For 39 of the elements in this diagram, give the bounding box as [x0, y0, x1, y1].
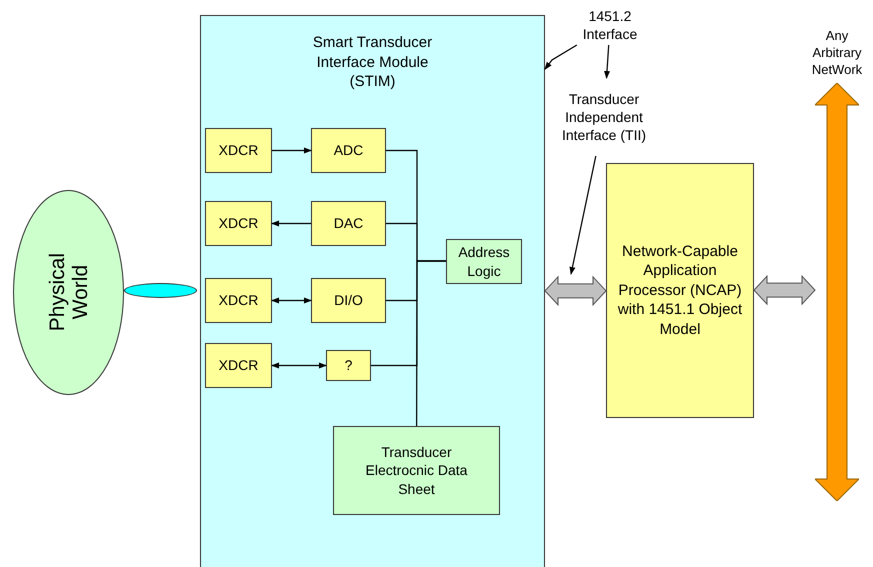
block-box [446, 239, 522, 284]
arrow [604, 44, 610, 79]
arrow [544, 44, 578, 70]
arrow [570, 156, 596, 275]
world-label: Physical World [45, 252, 92, 334]
block-box [205, 343, 272, 388]
node-label: Smart Transducer Interface Module (STIM) [312, 33, 434, 92]
block-box [326, 350, 371, 381]
node-label: Network-Capable Application Processor (NCAP) with 1451.1 Object Model [618, 242, 742, 340]
node-label: ? [344, 356, 352, 375]
arrow [272, 148, 312, 154]
arrow [271, 298, 312, 304]
node-label: XDCR [218, 214, 258, 233]
arrow [271, 362, 327, 368]
block-box [333, 426, 500, 515]
node-label: ADC [334, 141, 364, 160]
double-block-arrow [544, 276, 607, 306]
network-label: Any Arbitrary NetWork [810, 28, 864, 79]
arrow [271, 220, 311, 226]
block-box [311, 128, 386, 173]
module-box [200, 15, 545, 567]
node-label: Address Logic [457, 243, 511, 280]
node-label: DAC [334, 214, 364, 233]
block-box [205, 278, 272, 323]
node-label: Transducer Independent Interface (TII) [560, 90, 648, 144]
bus-line [416, 260, 446, 426]
node-label: Transducer Electrocnic Data Sheet [364, 443, 468, 498]
node-label: XDCR [218, 141, 258, 160]
block-box [311, 278, 386, 323]
block-box [205, 201, 272, 246]
connector-ellipse [124, 283, 197, 298]
block-box [311, 201, 386, 246]
processor-box [606, 163, 754, 418]
node-label: XDCR [218, 356, 258, 375]
double-block-arrow [753, 274, 816, 306]
node-label: DI/O [334, 291, 363, 310]
block-box [205, 128, 272, 173]
node-label: 1451.2 Interface [582, 6, 638, 44]
node-label: XDCR [218, 291, 258, 310]
